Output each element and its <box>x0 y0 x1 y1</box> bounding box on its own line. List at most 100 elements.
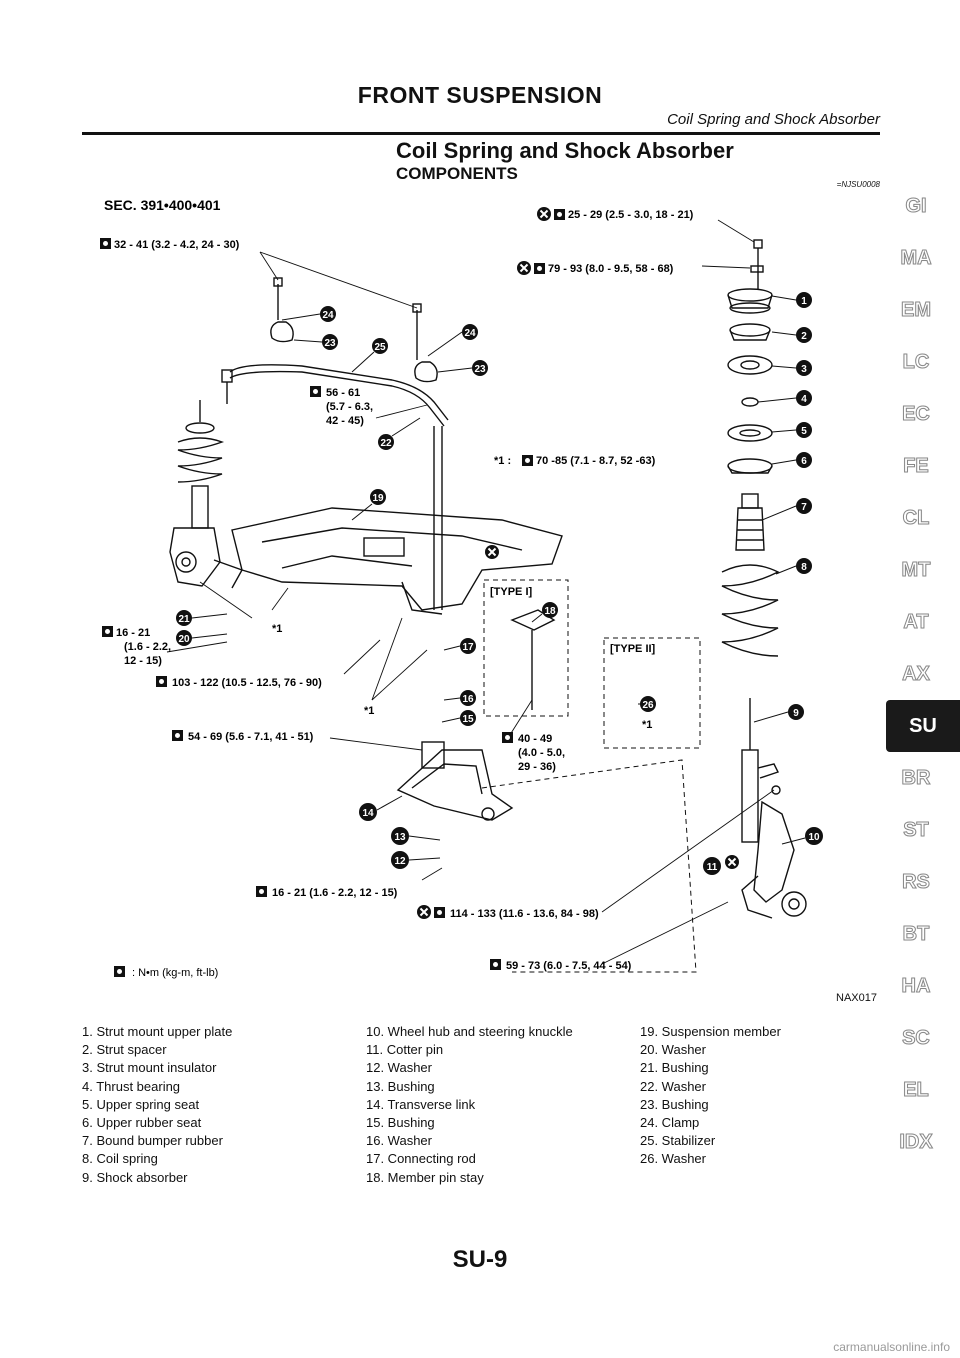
torque-label: 79 - 93 (8.0 - 9.5, 58 - 68) <box>548 263 674 275</box>
torque-label: 54 - 69 (5.6 - 7.1, 41 - 51) <box>188 731 314 743</box>
callout-22: 22 <box>378 417 421 450</box>
tab-el[interactable]: EL <box>903 1078 930 1101</box>
callout-9: 9 <box>753 704 804 723</box>
callout-4: 4 <box>757 390 812 406</box>
type-ii-label: [TYPE II] <box>610 643 656 655</box>
tab-su[interactable]: SU <box>886 700 960 752</box>
legend-item: 8. Coil spring <box>82 1151 158 1167</box>
page-number: SU-9 <box>452 1246 508 1273</box>
tab-em[interactable]: EM <box>901 298 932 321</box>
legend-item: 13. Bushing <box>366 1078 435 1094</box>
torque-label: 12 - 15) <box>124 655 162 667</box>
svg-text:22: 22 <box>380 438 392 449</box>
stabilizer-drawing <box>221 277 449 610</box>
svg-text:16: 16 <box>462 694 474 705</box>
torque-label: 56 - 61 <box>326 387 360 399</box>
tab-ax[interactable]: AX <box>902 662 931 685</box>
legend-item: 2. Strut spacer <box>82 1042 167 1058</box>
legend-item: 23. Bushing <box>640 1096 709 1112</box>
callout-24a: 24 <box>281 306 336 322</box>
tab-rs[interactable]: RS <box>902 870 931 893</box>
type-i-label: [TYPE I] <box>490 586 533 598</box>
tab-ha[interactable]: HA <box>901 974 931 997</box>
legend-item: 16. Washer <box>366 1133 432 1149</box>
legend-item: 10. Wheel hub and steering knuckle <box>366 1024 573 1039</box>
star-label: *1 <box>364 705 374 717</box>
legend-item: 5. Upper spring seat <box>82 1096 200 1112</box>
tab-ma[interactable]: MA <box>900 246 932 269</box>
type-ii-box <box>603 637 701 749</box>
svg-text:5: 5 <box>801 426 807 437</box>
svg-text:2: 2 <box>801 331 807 342</box>
reference-code: =NJSU0008 <box>836 180 880 189</box>
tab-gi[interactable]: GI <box>905 194 927 217</box>
legend-item: 3. Strut mount insulator <box>82 1060 217 1076</box>
callout-18: 18 <box>531 602 558 623</box>
watermark: carmanualsonline.info <box>833 1340 950 1354</box>
tab-at[interactable]: AT <box>903 610 929 633</box>
tab-sc[interactable]: SC <box>902 1026 931 1049</box>
legend-item: 22. Washer <box>640 1078 706 1094</box>
svg-text:4: 4 <box>801 394 807 405</box>
callout-1: 1 <box>771 292 812 308</box>
tab-fe[interactable]: FE <box>903 454 930 477</box>
sec-label: SEC. 391•400•401 <box>104 197 221 213</box>
callout-16: 16 <box>443 690 476 706</box>
torque-label: 42 - 45) <box>326 415 364 427</box>
legend-item: 9. Shock absorber <box>82 1169 188 1185</box>
legend-col-1: 1. Strut mount upper plate 2. Strut spac… <box>82 1023 232 1187</box>
star-label: *1 <box>272 623 282 635</box>
tab-cl[interactable]: CL <box>902 506 930 529</box>
svg-text:21: 21 <box>178 614 190 625</box>
callout-26: 26 <box>638 696 656 712</box>
torque-label: 59 - 73 (6.0 - 7.5, 44 - 54) <box>506 960 632 972</box>
torque-label: 40 - 49 <box>518 733 552 745</box>
components-diagram: SEC. 391•400•401 <box>100 197 823 979</box>
torque-label: 114 - 133 (11.6 - 13.6, 84 - 98) <box>450 908 599 920</box>
tab-st[interactable]: ST <box>903 818 930 841</box>
header-rule <box>82 132 880 135</box>
tab-br[interactable]: BR <box>901 766 931 789</box>
tab-bt[interactable]: BT <box>902 922 930 945</box>
svg-text:10: 10 <box>808 832 820 843</box>
type-i-box <box>483 579 569 717</box>
torque-label: 32 - 41 (3.2 - 4.2, 24 - 30) <box>114 239 240 251</box>
legend-item: 24. Clamp <box>640 1115 700 1131</box>
svg-text:11: 11 <box>707 862 718 873</box>
tab-mt[interactable]: MT <box>901 558 931 581</box>
callout-14: 14 <box>359 795 403 821</box>
svg-text:15: 15 <box>462 714 474 725</box>
legend-col-2: 10. Wheel hub and steering knuckle 11. C… <box>366 1023 573 1187</box>
tab-lc[interactable]: LC <box>902 350 930 373</box>
callout-10: 10 <box>781 827 823 845</box>
callout-7: 7 <box>761 498 812 521</box>
svg-text:19: 19 <box>372 493 384 504</box>
page-header-subtitle: Coil Spring and Shock Absorber <box>667 111 880 128</box>
units-label: : N•m (kg-m, ft-lb) <box>132 967 218 979</box>
leader-lines <box>166 219 775 965</box>
legend-col-3: 19. Suspension member 20. Washer 21. Bus… <box>640 1023 781 1169</box>
tab-ec[interactable]: EC <box>902 402 931 425</box>
svg-text:17: 17 <box>462 642 474 653</box>
callout-12: 12 <box>391 851 441 869</box>
callout-21: 21 <box>176 610 228 626</box>
callout-11: 11 <box>703 857 721 875</box>
torque-label: 70 -85 (7.1 - 8.7, 52 -63) <box>536 455 656 467</box>
callout-6: 6 <box>771 452 812 468</box>
section-title: Coil Spring and Shock Absorber <box>396 138 734 163</box>
legend-item: 6. Upper rubber seat <box>82 1115 202 1131</box>
svg-text:18: 18 <box>544 606 556 617</box>
svg-text:8: 8 <box>801 562 807 573</box>
svg-text:6: 6 <box>801 456 807 467</box>
torque-label: (1.6 - 2.2, <box>124 641 171 653</box>
callout-24b: 24 <box>427 324 478 357</box>
torque-label: (5.7 - 6.3, <box>326 401 373 413</box>
torque-label: *1 : <box>494 455 511 467</box>
legend-item: 25. Stabilizer <box>640 1133 716 1149</box>
legend-item: 1. Strut mount upper plate <box>82 1024 233 1039</box>
legend-item: 21. Bushing <box>640 1060 709 1076</box>
svg-text:23: 23 <box>324 338 336 349</box>
tab-idx[interactable]: IDX <box>899 1130 933 1153</box>
diagram-id: NAX017 <box>836 992 877 1004</box>
page-header-title: FRONT SUSPENSION <box>357 82 603 108</box>
